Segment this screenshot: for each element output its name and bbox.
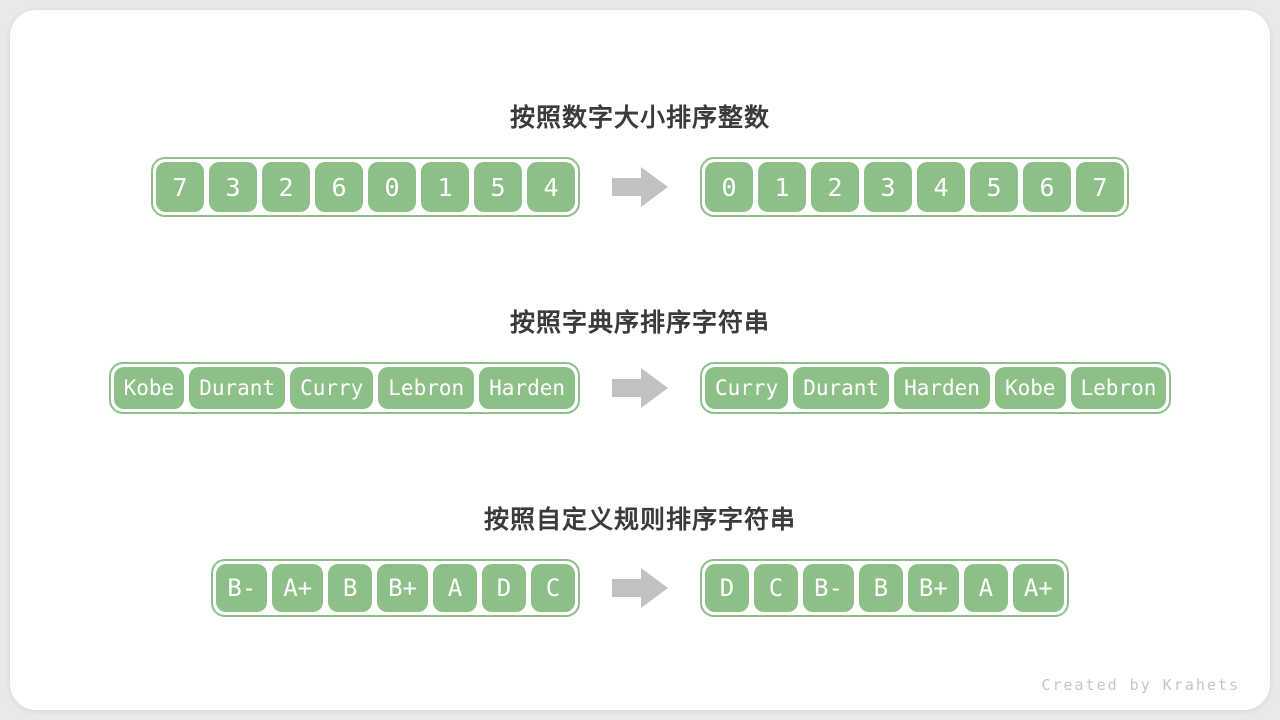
array-cell: 0 — [368, 162, 416, 212]
array-cell: Harden — [479, 367, 575, 409]
array-cell: Durant — [793, 367, 890, 409]
right-arrow-icon — [612, 167, 668, 207]
array-cell: 6 — [315, 162, 363, 212]
array-cell: B — [858, 564, 903, 612]
array-cell: B- — [803, 564, 854, 612]
array-cell: Harden — [894, 367, 990, 409]
array-cell: Lebron — [1070, 367, 1167, 409]
arrow-zone — [580, 568, 700, 608]
array-cell: 0 — [705, 162, 753, 212]
array-cell: C — [531, 564, 575, 612]
array-cell: A — [433, 564, 477, 612]
array-cell: 1 — [758, 162, 806, 212]
array-cell: 2 — [811, 162, 859, 212]
array-cell: A+ — [272, 564, 324, 612]
array-cell: D — [482, 564, 526, 612]
arrow-zone — [580, 368, 700, 408]
array-cell: B+ — [377, 564, 428, 612]
right-arrow-icon — [612, 568, 668, 608]
array-cell: 2 — [262, 162, 310, 212]
array-cell: 4 — [527, 162, 575, 212]
row-title: 按照数字大小排序整数 — [509, 104, 770, 132]
array-cell: 3 — [209, 162, 257, 212]
array-cell: B- — [216, 564, 268, 612]
array-cell: A+ — [1012, 564, 1064, 612]
array-cell: 6 — [1023, 162, 1071, 212]
array-cell: Kobe — [994, 367, 1066, 409]
array-cell: 5 — [474, 162, 522, 212]
array-cell: Curry — [290, 367, 374, 409]
array-cell: 7 — [1076, 162, 1124, 212]
array-cell: B — [328, 564, 373, 612]
row-title: 按照字典序排序字符串 — [509, 309, 770, 337]
array-cell: Kobe — [113, 367, 185, 409]
array-cell: 3 — [864, 162, 912, 212]
array-cell: C — [754, 564, 798, 612]
right-arrow-icon — [612, 368, 668, 408]
array-cell: 7 — [156, 162, 204, 212]
row-title: 按照自定义规则排序字符串 — [483, 506, 796, 534]
array-cell: Lebron — [378, 367, 475, 409]
array-cell: B+ — [907, 564, 959, 612]
array-cell: Durant — [189, 367, 286, 409]
array-cell: 4 — [917, 162, 965, 212]
array-cell: Curry — [705, 367, 789, 409]
array-cell: A — [963, 564, 1008, 612]
array-cell: 1 — [421, 162, 469, 212]
arrow-zone — [580, 167, 700, 207]
watermark: Created by Krahets — [1041, 676, 1240, 694]
array-cell: D — [705, 564, 749, 612]
array-cell: 5 — [970, 162, 1018, 212]
